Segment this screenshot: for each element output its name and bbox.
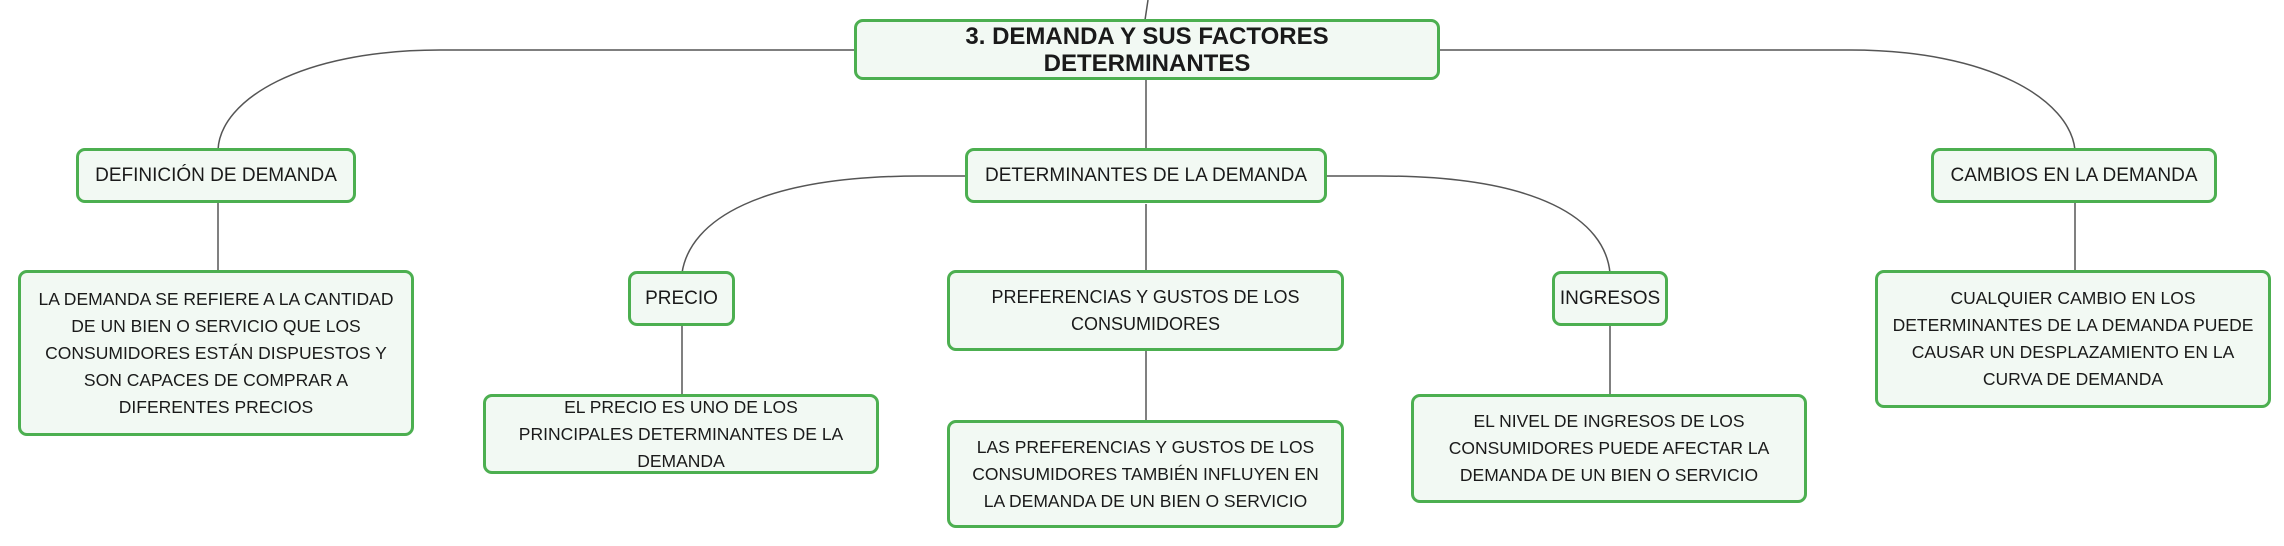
detail-ingresos[interactable]: EL NIVEL DE INGRESOS DE LOS CONSUMIDORES… xyxy=(1411,394,1807,503)
root-topic[interactable]: 3. DEMANDA Y SUS FACTORES DETERMINANTES xyxy=(854,19,1440,80)
topic-ingresos[interactable]: INGRESOS xyxy=(1552,271,1668,326)
connector-root-cambios xyxy=(1440,49,2076,151)
topic-determinantes-demanda[interactable]: DETERMINANTES DE LA DEMANDA xyxy=(965,148,1327,203)
detail-cambios-demanda[interactable]: CUALQUIER CAMBIO EN LOS DETERMINANTES DE… xyxy=(1875,270,2271,408)
detail-definicion-demanda-text: LA DEMANDA SE REFIERE A LA CANTIDAD DE U… xyxy=(38,288,394,417)
connector-root-definicion xyxy=(217,49,856,151)
topic-cambios-demanda-label: CAMBIOS EN LA DEMANDA xyxy=(1950,165,2198,186)
detail-preferencias-gustos[interactable]: LAS PREFERENCIAS Y GUSTOS DE LOS CONSUMI… xyxy=(947,420,1344,528)
detail-precio[interactable]: EL PRECIO ES UNO DE LOS PRINCIPALES DETE… xyxy=(483,394,879,474)
topic-preferencias-gustos[interactable]: PREFERENCIAS Y GUSTOS DE LOS CONSUMIDORE… xyxy=(947,270,1344,351)
detail-precio-text: EL PRECIO ES UNO DE LOS PRINCIPALES DETE… xyxy=(518,396,844,471)
topic-ingresos-label: INGRESOS xyxy=(1559,288,1661,309)
detail-cambios-demanda-text: CUALQUIER CAMBIO EN LOS DETERMINANTES DE… xyxy=(1892,288,2254,389)
root-topic-label: 3. DEMANDA Y SUS FACTORES DETERMINANTES xyxy=(965,22,1329,77)
topic-determinantes-demanda-label: DETERMINANTES DE LA DEMANDA xyxy=(985,165,1307,186)
topic-cambios-demanda[interactable]: CAMBIOS EN LA DEMANDA xyxy=(1931,148,2217,203)
connector-root-up xyxy=(1144,0,1149,21)
topic-definicion-demanda-label: DEFINICIÓN DE DEMANDA xyxy=(95,165,337,186)
topic-precio[interactable]: PRECIO xyxy=(628,271,735,326)
topic-precio-label: PRECIO xyxy=(645,288,718,309)
detail-preferencias-gustos-text: LAS PREFERENCIAS Y GUSTOS DE LOS CONSUMI… xyxy=(972,436,1319,511)
detail-definicion-demanda[interactable]: LA DEMANDA SE REFIERE A LA CANTIDAD DE U… xyxy=(18,270,414,436)
connector-determinantes-ingresos xyxy=(1326,175,1611,274)
connector-determinantes-precio xyxy=(681,175,967,274)
topic-preferencias-gustos-label: PREFERENCIAS Y GUSTOS DE LOS CONSUMIDORE… xyxy=(991,286,1300,334)
topic-definicion-demanda[interactable]: DEFINICIÓN DE DEMANDA xyxy=(76,148,356,203)
detail-ingresos-text: EL NIVEL DE INGRESOS DE LOS CONSUMIDORES… xyxy=(1448,411,1770,485)
